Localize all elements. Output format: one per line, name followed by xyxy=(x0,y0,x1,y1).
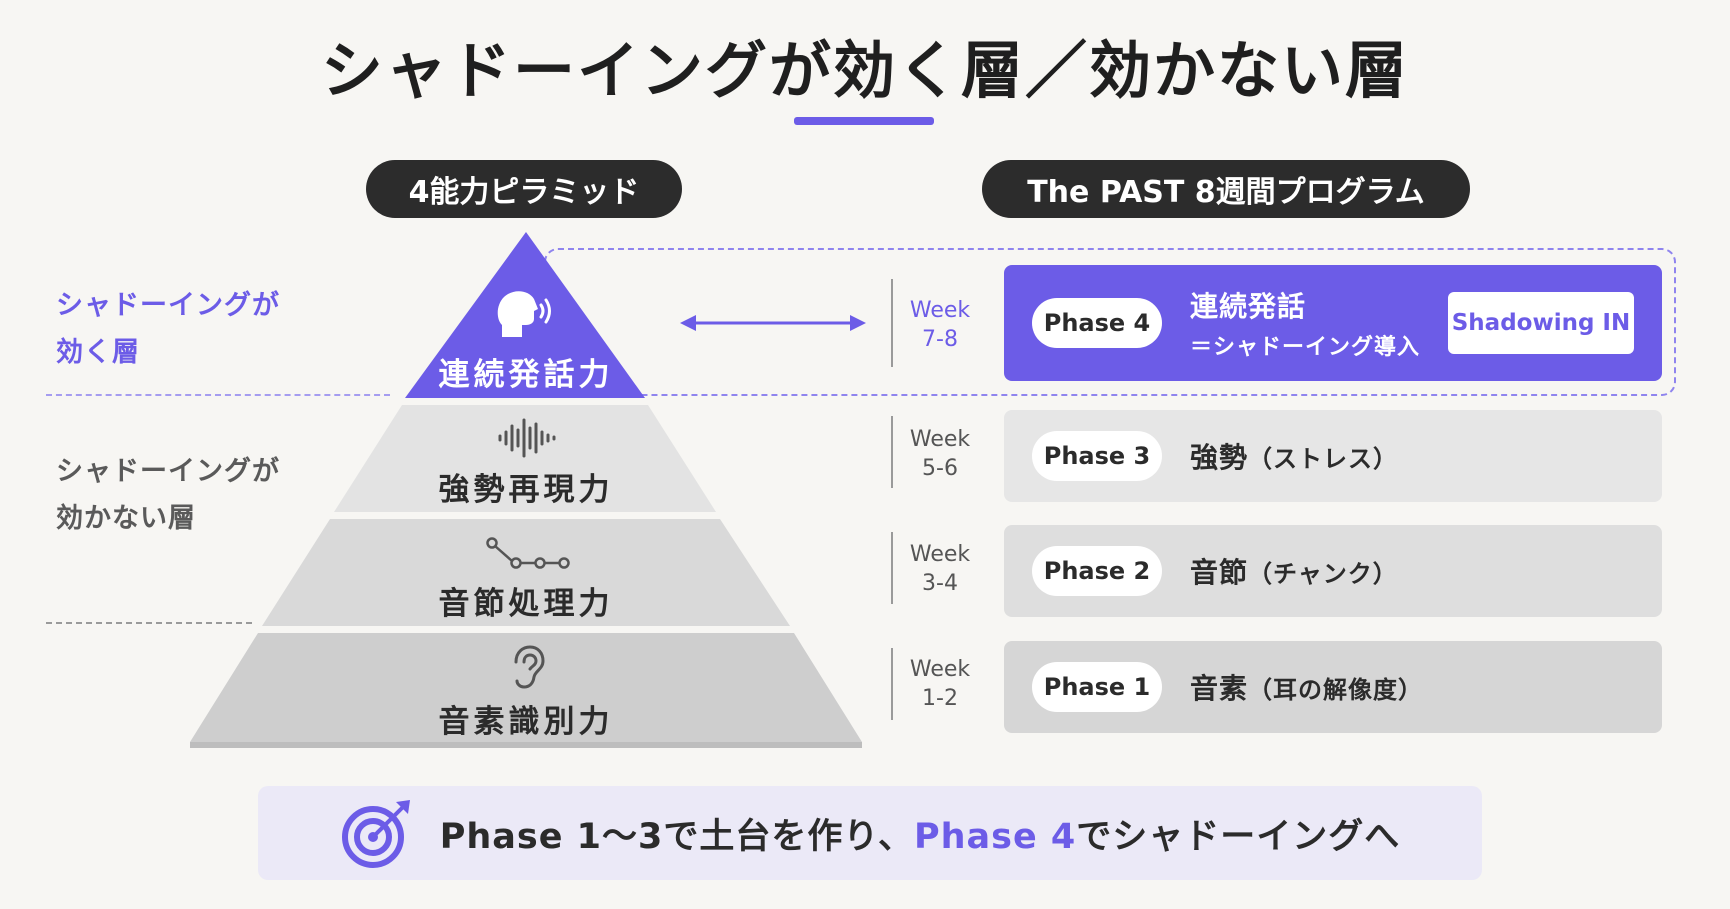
tier-label-phoneme: 音素識別力 xyxy=(438,704,614,740)
not-works-label-line2: 効かない層 xyxy=(56,503,196,534)
week-divider-1 xyxy=(891,648,893,720)
program-heading: The PAST 8週間プログラム xyxy=(982,160,1470,218)
phase-3-pill: Phase 3 xyxy=(1032,431,1162,481)
week-word: Week xyxy=(909,298,971,323)
shadowing-in-badge: Shadowing IN xyxy=(1448,292,1634,354)
phase-1-row: Phase 1 音素（耳の解像度） xyxy=(1004,641,1662,733)
works-layer-label: シャドーイングが 効く層 xyxy=(56,282,280,376)
summary-callout: Phase 1〜3で土台を作り、Phase 4でシャドーイングへ xyxy=(258,786,1482,880)
page-title: シャドーイングが効く層／効かない層 xyxy=(320,34,1409,107)
works-label-line2: 効く層 xyxy=(56,337,140,368)
phase-1-detail: （耳の解像度） xyxy=(1248,676,1424,704)
week-word: Week xyxy=(909,427,971,452)
ear-icon xyxy=(514,645,545,689)
summary-part2: でシャドーイングへ xyxy=(1076,816,1401,857)
week-divider-2 xyxy=(891,532,893,604)
phase-3-row: Phase 3 強勢（ストレス） xyxy=(1004,410,1662,502)
pyramid-tier-3 xyxy=(262,519,790,626)
target-icon xyxy=(341,800,410,868)
pyramid-base-shadow xyxy=(190,742,862,748)
works-divider xyxy=(46,394,390,396)
week-range: 5-6 xyxy=(922,456,958,481)
node-chain-icon xyxy=(486,537,570,569)
week-range: 3-4 xyxy=(922,571,958,596)
phase-2-title: 音節 xyxy=(1190,556,1249,589)
phase-2-pill: Phase 2 xyxy=(1032,546,1162,596)
phase-1-text: 音素（耳の解像度） xyxy=(1190,667,1423,707)
week-word: Week xyxy=(909,657,971,682)
phase-2-detail: （チャンク） xyxy=(1248,560,1398,588)
phase-2-row: Phase 2 音節（チャンク） xyxy=(1004,525,1662,617)
not-works-label-line1: シャドーイングが xyxy=(56,456,280,487)
phase-1-pill: Phase 1 xyxy=(1032,662,1162,712)
tier-label-syllable: 音節処理力 xyxy=(438,586,614,622)
pyramid-tier-2 xyxy=(334,405,716,512)
phase-3-detail: （ストレス） xyxy=(1248,445,1399,473)
week-range: 7-8 xyxy=(922,327,958,352)
not-works-layer-label: シャドーイングが 効かない層 xyxy=(56,448,280,542)
phase-2-text: 音節（チャンク） xyxy=(1190,551,1398,591)
phase-4-title: 連続発話 xyxy=(1190,290,1307,323)
summary-part1: Phase 1〜3で土台を作り、 xyxy=(439,816,914,857)
week-label-3-4: Week 3-4 xyxy=(900,540,980,598)
week-range: 1-2 xyxy=(922,686,958,711)
speaking-head-icon xyxy=(497,291,551,337)
not-works-divider xyxy=(46,622,252,624)
tier-label-stress: 強勢再現力 xyxy=(438,472,614,508)
sound-wave-icon xyxy=(498,418,556,458)
phase-4-subtitle: ＝シャドーイング導入 xyxy=(1190,335,1421,360)
title-underline xyxy=(794,117,934,125)
double-arrow-icon xyxy=(680,315,866,331)
week-divider-3 xyxy=(891,416,893,488)
summary-accent: Phase 4 xyxy=(913,816,1077,857)
week-word: Week xyxy=(909,542,971,567)
summary-text: Phase 1〜3で土台を作り、Phase 4でシャドーイングへ xyxy=(440,808,1401,859)
works-label-line1: シャドーイングが xyxy=(56,290,280,321)
pyramid-heading: 4能力ピラミッド xyxy=(366,160,682,218)
phase-3-text: 強勢（ストレス） xyxy=(1190,436,1398,476)
week-divider-4 xyxy=(891,279,893,367)
week-label-7-8: Week 7-8 xyxy=(900,296,980,354)
phase-1-title: 音素 xyxy=(1190,672,1249,705)
phase-4-pill: Phase 4 xyxy=(1032,298,1162,348)
tier-label-continuous-speech: 連続発話力 xyxy=(438,357,614,393)
phase-3-title: 強勢 xyxy=(1190,441,1249,474)
phase-4-row: Phase 4 連続発話 ＝シャドーイング導入 Shadowing IN xyxy=(1004,265,1662,381)
week-label-5-6: Week 5-6 xyxy=(900,425,980,483)
phase-4-text: 連続発話 ＝シャドーイング導入 xyxy=(1190,285,1420,361)
week-label-1-2: Week 1-2 xyxy=(900,655,980,713)
